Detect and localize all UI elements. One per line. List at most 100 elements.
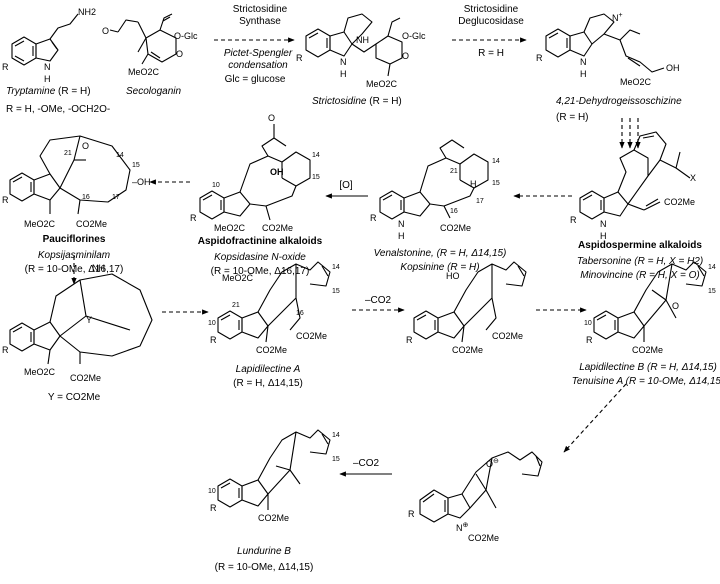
cation-y: Y: [86, 315, 93, 325]
oxidation-label: [O]: [339, 180, 353, 191]
num-15-kopsidasine: 15: [312, 174, 320, 181]
kopsijasminilam-caption-r: (R = 10-OMe, Δ16,17): [24, 264, 124, 275]
lapa-n-co2me: CO2Me: [256, 345, 288, 355]
strictosidine-r: R: [296, 53, 303, 63]
pauciflorine-oh: –OH: [132, 177, 151, 187]
tryptamine-caption: Tryptamine (R = H): [6, 86, 91, 97]
cation-intermediate-structure: [9, 273, 153, 365]
num-21-lapa: 21: [232, 302, 240, 309]
num-16-kopsinine: 16: [450, 208, 458, 215]
lundurine-r: R: [210, 503, 217, 513]
num-10-lapb: 10: [584, 320, 592, 327]
aspido-co2me: CO2Me: [664, 197, 696, 207]
lapb-r: R: [586, 335, 593, 345]
num-14-lundurine: 14: [332, 432, 340, 439]
r-substituents: R = H, -OMe, -OCH2O-: [6, 104, 111, 115]
zwitterion-n-plus: N⊕: [456, 522, 469, 533]
pauciflorine-r: R: [2, 195, 9, 205]
cation-co2me: CO2Me: [70, 373, 102, 383]
num-14-lapa: 14: [332, 264, 340, 271]
num-14-lapb: 14: [708, 264, 716, 271]
dehydro-meo2c: MeO2C: [620, 77, 652, 87]
decarboxylation-label-2: –CO2: [352, 458, 380, 469]
secologanin-caption: Secologanin: [126, 86, 182, 97]
nh2-label: NH2: [78, 7, 97, 17]
venalstonine-caption: Venalstonine, (R = H, Δ14,15): [373, 248, 507, 259]
kopsinine-r: R: [370, 213, 377, 223]
kopsidasine-o: O: [268, 113, 276, 123]
pauciflorine-structure: [9, 135, 131, 215]
lapa-caption: Lapidilectine A: [235, 364, 301, 375]
hydroxy-oh: HO: [446, 271, 460, 281]
lapa-caption-r: (R = H, Δ14,15): [233, 378, 303, 389]
lundurine-caption: Lundurine B: [237, 546, 291, 557]
secologanin-ring-o: O: [176, 49, 184, 59]
kopsinine-structure: [379, 139, 489, 220]
tryptamine-r: R: [2, 62, 9, 72]
dehydro-caption: 4,21-Dehydrogeissoschizine: [556, 96, 682, 107]
strictosidine-nh: NH: [356, 35, 369, 45]
lapidilectine-b-structure: [593, 261, 707, 342]
hydroxy-co2me: CO2Me: [492, 331, 524, 341]
lapa-r: R: [210, 335, 217, 345]
lapb-o: O: [672, 301, 680, 311]
glc-note: Glc = glucose: [224, 74, 286, 85]
num-16-lapa: 16: [296, 310, 304, 317]
lapidilectine-a-structure: [217, 261, 331, 343]
num-21-kopsinine: 21: [450, 168, 458, 175]
zwitterion-r: R: [408, 509, 415, 519]
num-16-pauciflorine: 16: [82, 194, 90, 201]
num-15-lapa: 15: [332, 288, 340, 295]
kopsidasine-caption: Kopsidasine N-oxide: [214, 252, 306, 263]
synthase-label: Strictosidine Synthase: [232, 4, 288, 27]
decarboxylation-label-1: –CO2: [364, 295, 392, 306]
kopsinine-co2me: CO2Me: [440, 223, 472, 233]
kopsinine-caption: Kopsinine (R = H): [400, 262, 480, 273]
deglucosidase-condition: R = H: [478, 48, 504, 59]
aspido-r: R: [570, 215, 577, 225]
aldehyde-o: O: [102, 26, 110, 36]
lundurine-co2me: CO2Me: [258, 513, 290, 523]
dehydro-r: R: [536, 53, 543, 63]
kopsidasine-co2me: CO2Me: [262, 223, 294, 233]
tabersonine-caption: Tabersonine (R = H, X = H2): [576, 256, 704, 267]
secologanin-structure: [109, 13, 177, 65]
dehydro-caption-r: (R = H): [556, 112, 589, 123]
kopsidasine-oh: OH: [270, 167, 284, 177]
pauciflorines-heading: Pauciflorines: [42, 234, 106, 245]
num-10-kopsidasine: 10: [212, 182, 220, 189]
condensation-label: Pictet-Spengler condensation: [223, 48, 293, 71]
aspido-heading: Aspidospermine alkaloids: [578, 240, 702, 251]
strictosidine-meo2c: MeO2C: [366, 79, 398, 89]
num-15-kopsinine: 15: [492, 180, 500, 187]
secologanin-olc: O-Glc: [174, 31, 198, 41]
pauciflorine-co2me: CO2Me: [76, 219, 108, 229]
strictosidine-caption: Strictosidine (R = H): [312, 96, 402, 107]
aspidosperma-structure: [579, 131, 691, 220]
strictosidine-ring-o: O: [402, 51, 410, 61]
kopsidasine-caption-r: (R = 10-OMe, Δ16,17): [210, 266, 310, 277]
tryptamine-structure: [11, 13, 79, 66]
secologanin-meo2c: MeO2C: [128, 67, 160, 77]
kopsidasine-meo2c: MeO2C: [214, 223, 246, 233]
num-14-pauciflorine: 14: [116, 152, 124, 159]
num-15-pauciflorine: 15: [132, 162, 140, 169]
num-10-lapa: 10: [208, 320, 216, 327]
pauciflorine-meo2c: MeO2C: [24, 219, 56, 229]
aspido-x: X: [690, 173, 697, 183]
strictosidine-structure: [305, 13, 403, 77]
num-14-kopsidasine: 14: [312, 152, 320, 159]
kopsijasminilam-caption: Kopsijasminilam: [37, 250, 111, 261]
hydroxy-intermediate-structure: [413, 261, 527, 343]
y-definition: Y = CO2Me: [47, 392, 101, 403]
tenuisine-caption: Tenuisine A (R = 10-OMe, Δ14,15): [571, 376, 720, 387]
arrow-to-zwitterion: [563, 383, 627, 453]
dehydro-oh: OH: [666, 63, 680, 73]
kopsidasine-r: R: [190, 213, 197, 223]
aspidofractinine-heading: Aspidofractinine alkaloids: [197, 236, 323, 247]
deglucosidase-label: Strictosidine Deglucosidase: [458, 4, 524, 27]
num-17-kopsinine: 17: [476, 198, 484, 205]
num-17-pauciflorine: 17: [112, 194, 120, 201]
